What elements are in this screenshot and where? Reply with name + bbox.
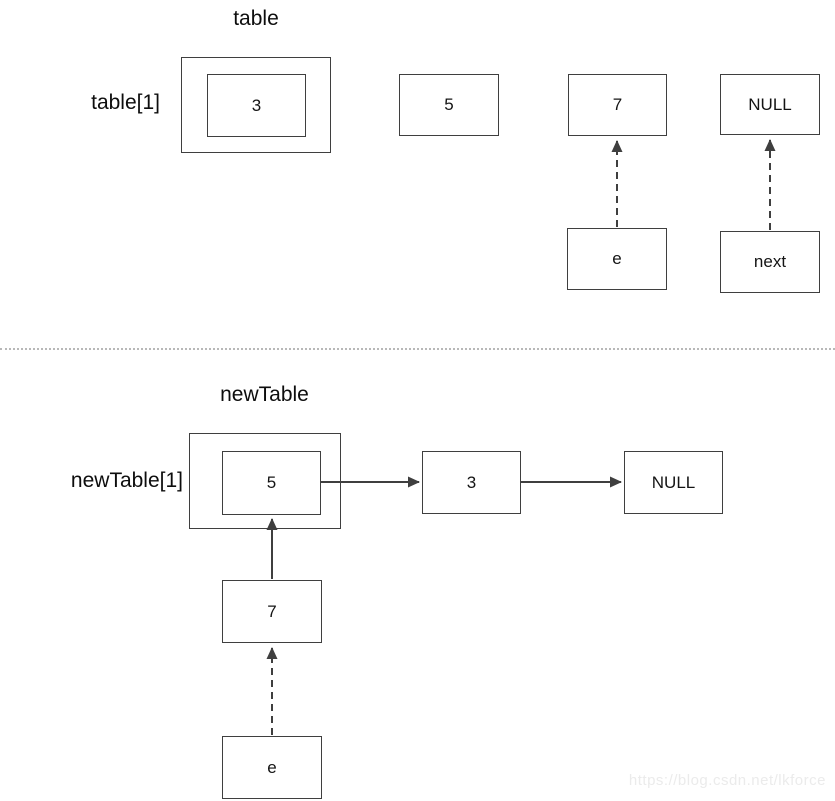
pointer-e-box-bottom: e [222, 736, 322, 799]
table-row-label: table[1] [91, 91, 160, 114]
watermark: https://blog.csdn.net/lkforce [628, 772, 826, 789]
section-divider [0, 348, 835, 350]
newtable-node-null-box: NULL [624, 451, 723, 514]
newtable-node-7-box: 7 [222, 580, 322, 643]
pointer-next-box: next [720, 231, 820, 293]
table-node-5-box: 5 [399, 74, 499, 136]
newtable-bucket-value-box: 5 [222, 451, 321, 515]
newtable-node-3-box: 3 [422, 451, 521, 514]
newtable-title: newTable [220, 383, 309, 406]
table-node-7-box: 7 [568, 74, 667, 136]
table-node-null-box: NULL [720, 74, 820, 135]
pointer-e-box-top: e [567, 228, 667, 290]
newtable-row-label: newTable[1] [70, 469, 183, 492]
table-title: table [233, 7, 279, 30]
table-bucket-value-box: 3 [207, 74, 306, 137]
